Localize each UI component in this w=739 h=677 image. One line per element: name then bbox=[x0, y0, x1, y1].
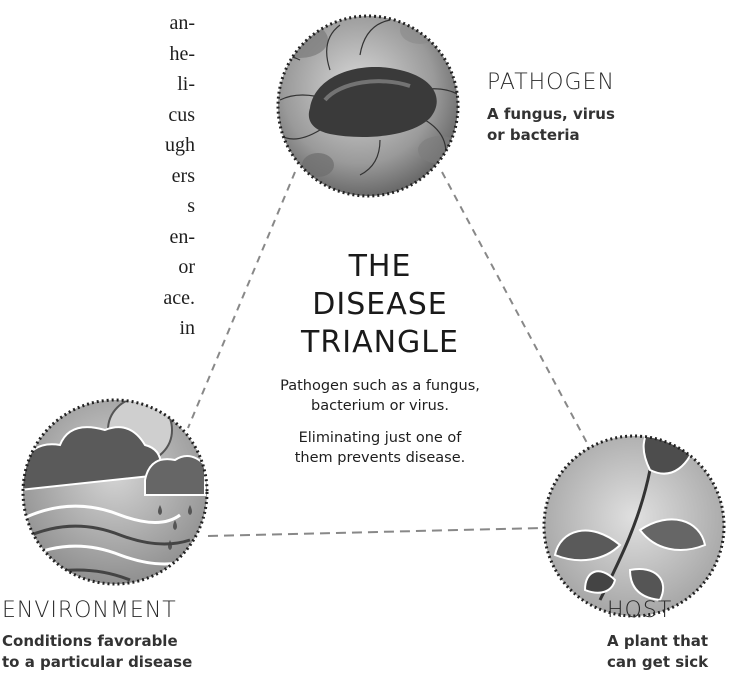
body-text-line: en- bbox=[169, 225, 195, 248]
weather-illustration bbox=[21, 398, 209, 586]
environment-title: ENVIRONMENT bbox=[2, 598, 177, 623]
center-description-2: Eliminating just one of them prevents di… bbox=[250, 428, 510, 468]
body-text-line: s bbox=[187, 195, 195, 217]
center-description-1: Pathogen such as a fungus, bacterium or … bbox=[250, 376, 510, 416]
title-line: DISEASE bbox=[312, 287, 448, 322]
body-text-line: cus bbox=[168, 103, 195, 126]
host-desc-line: A plant that bbox=[607, 632, 709, 650]
bacterium-illustration bbox=[276, 14, 460, 198]
pathogen-title: PATHOGEN bbox=[487, 70, 615, 95]
connector-environment-host bbox=[207, 527, 545, 537]
host-description: A plant that can get sick bbox=[607, 631, 708, 673]
pathogen-desc-line: or bacteria bbox=[487, 126, 580, 144]
pathogen-description: A fungus, virus or bacteria bbox=[487, 104, 615, 146]
desc-line: bacterium or virus. bbox=[311, 398, 449, 414]
diagram-title: THE DISEASE TRIANGLE bbox=[270, 248, 490, 362]
connector-pathogen-host bbox=[441, 171, 595, 457]
desc-line: Pathogen such as a fungus, bbox=[280, 378, 480, 394]
body-text-line: li- bbox=[177, 73, 195, 95]
desc-line: them prevents disease. bbox=[294, 450, 466, 466]
host-title: HOST bbox=[607, 598, 673, 623]
body-text-line: in bbox=[179, 317, 195, 339]
title-line: THE bbox=[348, 249, 412, 284]
body-text-line: ugh bbox=[165, 134, 195, 156]
body-text-line: an- bbox=[169, 12, 195, 34]
environment-desc-line: to a particular disease bbox=[2, 653, 193, 671]
body-text-fragment: an- he- li- cus ugh ers s en- or ace. in bbox=[0, 0, 195, 339]
environment-desc-line: Conditions favorable bbox=[2, 632, 178, 650]
leaf-illustration bbox=[542, 434, 726, 618]
environment-description: Conditions favorable to a particular dis… bbox=[2, 631, 192, 673]
pathogen-desc-line: A fungus, virus bbox=[487, 105, 615, 123]
title-line: TRIANGLE bbox=[301, 325, 459, 360]
host-desc-line: can get sick bbox=[607, 653, 709, 671]
body-text-line: or bbox=[178, 256, 195, 278]
body-text-line: he- bbox=[169, 42, 195, 65]
body-text-line: ers bbox=[171, 164, 195, 187]
body-text-line: ace. bbox=[163, 286, 195, 309]
desc-line: Eliminating just one of bbox=[298, 430, 462, 446]
